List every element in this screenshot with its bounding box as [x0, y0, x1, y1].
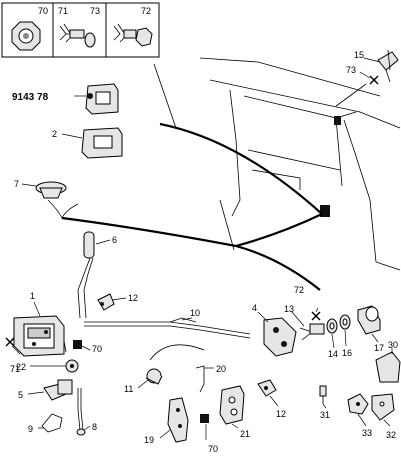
callout-73: 73: [346, 65, 356, 75]
cross-marker-71: [5, 337, 15, 347]
leader-lines: [11, 57, 393, 440]
washer-part-14: [326, 318, 338, 334]
callout-72: 72: [294, 285, 304, 295]
callout-15: 15: [354, 50, 364, 60]
callout-4: 4: [252, 303, 257, 313]
plate-part-32: [371, 393, 395, 421]
callout-1: 1: [30, 291, 35, 301]
cylinder-part-5: [43, 379, 73, 401]
clip-part-11: [145, 368, 163, 385]
lock-assembly-part-1: [13, 315, 65, 357]
callout-8: 8: [92, 422, 97, 432]
callout-12-lower: 12: [276, 409, 286, 419]
legend-label-70: 70: [38, 6, 48, 16]
cylinder-part-17: [357, 305, 381, 335]
callout-7: 7: [14, 179, 19, 189]
bolt-part-15: [377, 49, 399, 83]
callout-13: 13: [284, 304, 294, 314]
bracket-part-21: [219, 385, 245, 425]
lever-part-20: [195, 365, 205, 393]
bolt-icon: [113, 23, 153, 47]
nut-icon: [11, 21, 41, 51]
clip-part-22: [65, 359, 79, 373]
handle-part-2: [81, 127, 123, 159]
legend-label-72: 72: [141, 6, 151, 16]
callout-19: 19: [144, 435, 154, 445]
lock-mechanism-part-4: [263, 317, 297, 357]
callout-21: 21: [240, 429, 250, 439]
callout-12-upper: 12: [128, 293, 138, 303]
callout-32: 32: [386, 430, 396, 440]
fastener-legend: 70 71 73 72: [1, 2, 160, 58]
body-marker-upper: [334, 116, 341, 125]
hinge-part-33: [347, 393, 369, 415]
callout-20: 20: [216, 364, 226, 374]
part-code-label: 9143 78: [12, 92, 49, 103]
rod-part-6: [77, 231, 95, 319]
grommet-part-7: [35, 181, 67, 199]
marker-70-left: [73, 340, 82, 349]
cross-marker-72: [311, 311, 321, 321]
callout-17: 17: [374, 343, 384, 353]
callout-30: 30: [388, 340, 398, 350]
callout-numbers: 1 2 4 5 6 7 8 9 10 11 12 12 13 14 15 16 …: [10, 50, 398, 454]
guide-line-upper: [159, 122, 323, 215]
van-body-outline: [153, 57, 401, 271]
callout-10: 10: [190, 308, 200, 318]
latch-part-19: [167, 397, 189, 443]
cross-marker-73-top: [369, 75, 379, 85]
clip-part-12-lower: [257, 379, 277, 397]
callout-6: 6: [112, 235, 117, 245]
rod-curve: [149, 344, 205, 361]
callout-70-left: 70: [92, 344, 102, 354]
guide-line-lower: [235, 213, 323, 248]
handle-part-top: [85, 83, 119, 115]
legend-label-71: 71: [58, 6, 68, 16]
callout-70-bottom: 70: [208, 444, 218, 454]
body-marker-lower: [320, 205, 330, 217]
marker-70-bottom: [200, 414, 209, 423]
callout-33: 33: [362, 428, 372, 438]
callout-9: 9: [28, 424, 33, 434]
guide-line-main: [61, 216, 321, 291]
legend-label-73: 73: [90, 6, 100, 16]
link-part-8: [76, 388, 86, 436]
washer-part-16: [339, 314, 351, 330]
callout-2: 2: [52, 129, 57, 139]
bolt-part-13: [299, 323, 325, 341]
screw-icon: [59, 23, 96, 48]
callout-16: 16: [342, 348, 352, 358]
pin-part-31: [319, 385, 327, 404]
guide-line-top: [335, 83, 367, 107]
bumper-part-30: [375, 351, 401, 383]
clip-part-12-upper: [97, 293, 115, 311]
callout-31: 31: [320, 410, 330, 420]
callout-11: 11: [124, 384, 133, 394]
callout-14: 14: [328, 349, 338, 359]
clip-part-9: [41, 413, 63, 433]
callout-71: 71: [10, 364, 20, 374]
callout-5: 5: [18, 390, 23, 400]
callout-22: 22: [16, 362, 26, 372]
rod-part-10: [84, 317, 251, 339]
